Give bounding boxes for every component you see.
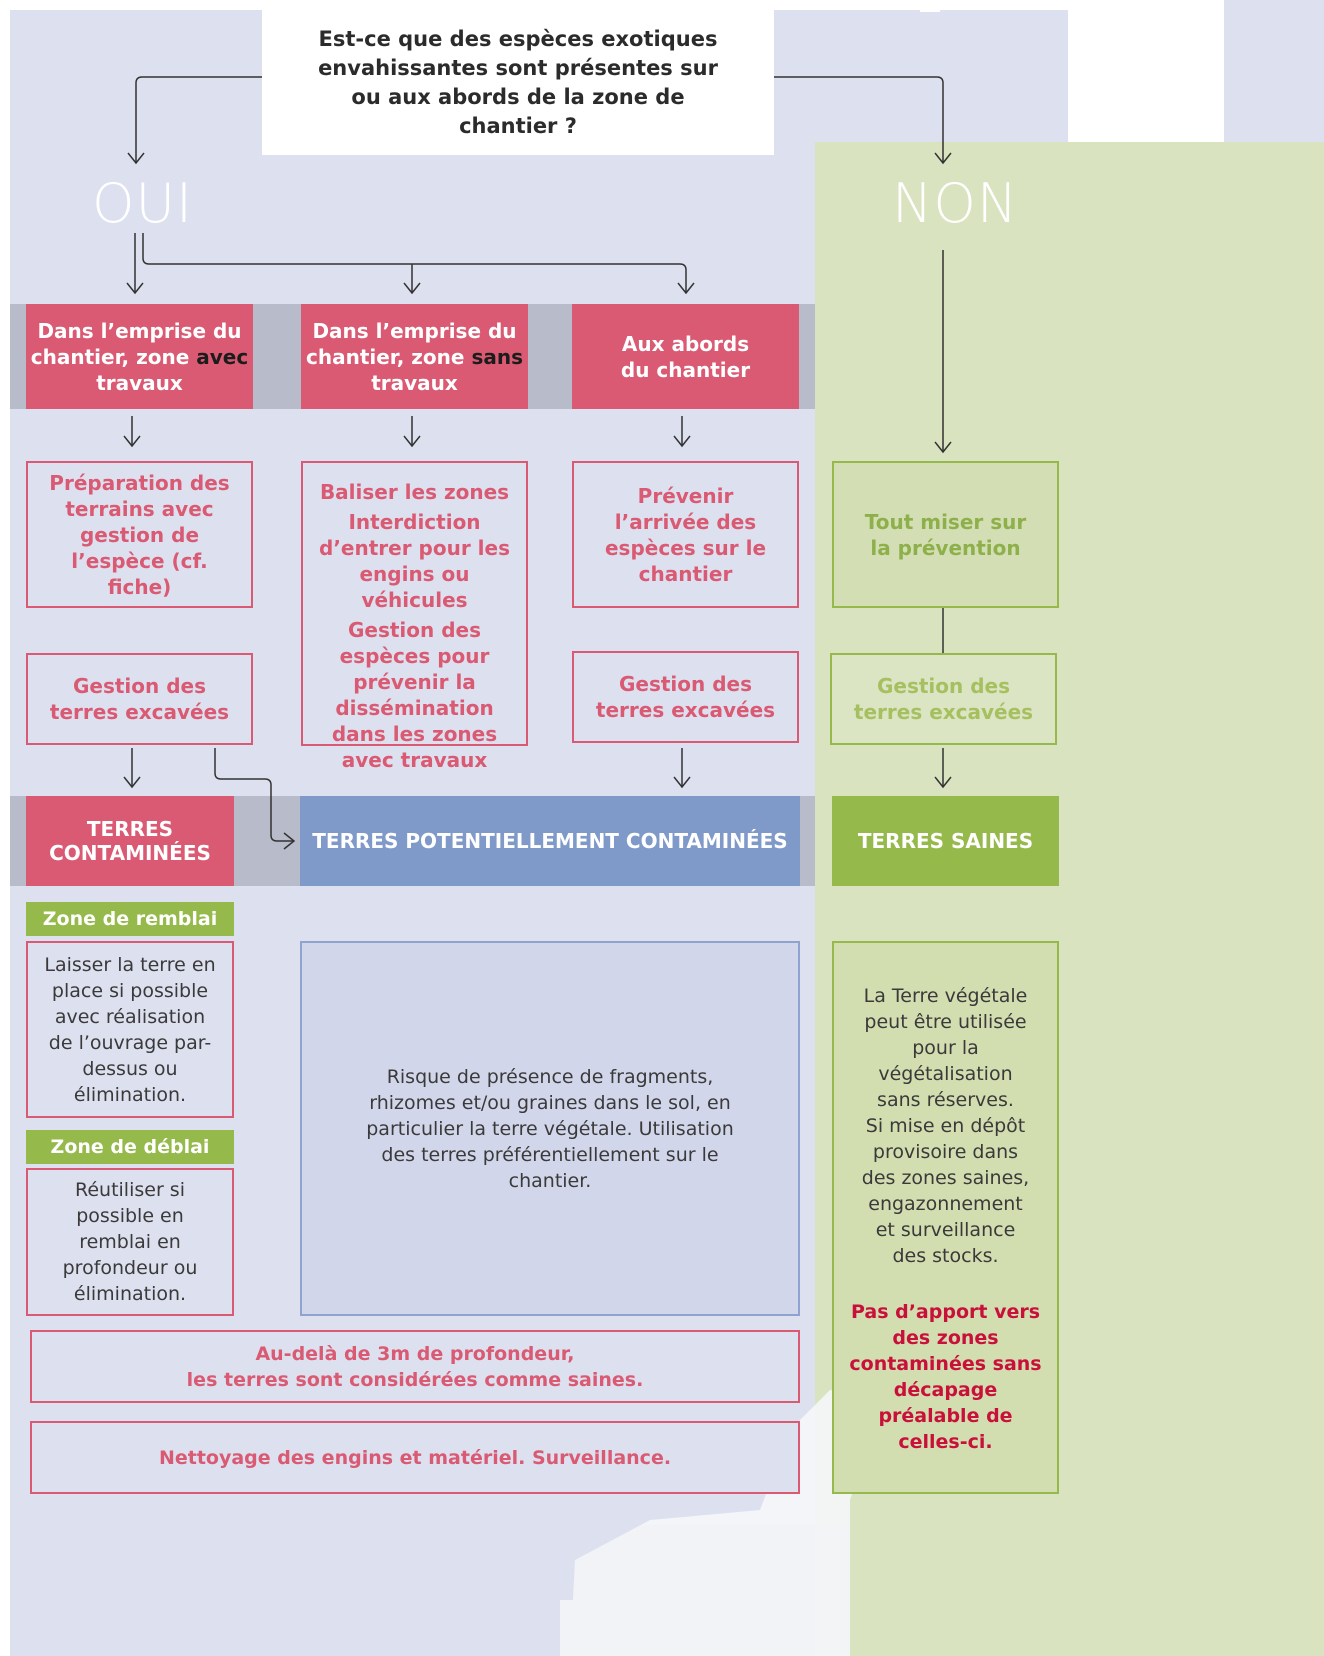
cut-zone-text: Réutiliser si possible en remblai en pro… <box>62 1179 198 1305</box>
action-text-no-entry: Interdiction d’entrer pour les engins ou… <box>319 510 510 612</box>
depth-note: Au-delà de 3m de profondeur, les terres … <box>30 1330 800 1403</box>
action-prevention: Tout miser sur la prévention <box>832 461 1059 608</box>
cleaning-note: Nettoyage des engins et matériel. Survei… <box>30 1421 800 1494</box>
arrowhead <box>934 441 952 454</box>
category-text-end: travaux <box>96 370 183 395</box>
category-text: Aux abords du chantier <box>620 331 751 382</box>
arrowhead <box>126 282 144 295</box>
healthy-text-reuse: La Terre végétale peut être utilisée pou… <box>863 985 1028 1111</box>
arrowhead <box>934 152 952 165</box>
yes-label: OUI <box>92 172 193 235</box>
action-text-mark-zones: Baliser les zones <box>319 480 510 504</box>
arrowhead <box>673 435 691 448</box>
connector-soil1-potential <box>214 748 294 842</box>
fill-zone-text-box: Laisser la terre en place si possible av… <box>26 941 234 1118</box>
question-text: Est-ce que des espèces exotiques envahis… <box>318 26 718 138</box>
arrowhead <box>403 282 421 295</box>
depth-note-line-2: les terres sont considérées comme saines… <box>186 1368 644 1391</box>
healthy-text-storage: Si mise en dépôt provisoire dans des zon… <box>861 1115 1030 1267</box>
category-with-works: Dans l’emprise du chantier, zone avec tr… <box>26 304 253 409</box>
soil-management-col4: Gestion des terres excavées <box>830 653 1057 745</box>
category-emphasis: sans <box>471 344 523 369</box>
depth-note-line-1: Au-delà de 3m de profondeur, <box>255 1342 575 1365</box>
arrowhead <box>934 776 952 789</box>
category-text: Dans l’emprise du chantier, zone <box>306 318 517 369</box>
action-prepare-terrain: Préparation des terrains avec gestion de… <box>26 461 253 608</box>
result-text: TERRES SAINES <box>857 829 1034 853</box>
healthy-soil-panel: La Terre végétale peut être utilisée pou… <box>832 941 1059 1494</box>
cleaning-note-text: Nettoyage des engins et matériel. Survei… <box>158 1446 672 1469</box>
result-healthy: TERRES SAINES <box>832 796 1059 886</box>
connector-yes-branch <box>142 233 687 293</box>
soil-management-text: Gestion des terres excavées <box>595 672 776 722</box>
connector-question-to-yes <box>135 76 262 163</box>
top-right-background <box>815 10 1068 142</box>
arrowhead <box>677 282 695 295</box>
result-text: TERRES POTENTIELLEMENT CONTAMINÉES <box>312 829 788 853</box>
far-right-strip <box>1224 0 1324 142</box>
action-text: Tout miser sur la prévention <box>864 509 1027 560</box>
risk-text: Risque de présence de fragments, rhizome… <box>366 1065 734 1192</box>
arrowhead <box>127 152 145 165</box>
category-emphasis: avec <box>196 344 249 369</box>
soil-management-text: Gestion des terres excavées <box>49 674 230 724</box>
fill-zone-label: Zone de remblai <box>26 902 234 936</box>
soil-management-text: Gestion des terres excavées <box>853 674 1034 724</box>
action-text: Préparation des terrains avec gestion de… <box>49 470 230 599</box>
result-potential: TERRES POTENTIELLEMENT CONTAMINÉES <box>300 796 800 886</box>
cut-zone-label-text: Zone de déblai <box>50 1136 210 1158</box>
category-surroundings: Aux abords du chantier <box>572 304 799 409</box>
no-label: NON <box>892 172 1019 235</box>
excavator-silhouette <box>560 1390 880 1656</box>
action-text: Prévenir l’arrivée des espèces sur le ch… <box>604 483 767 586</box>
arrowhead <box>123 435 141 448</box>
soil-management-col3: Gestion des terres excavées <box>572 651 799 743</box>
category-text: Dans l’emprise du chantier, zone <box>30 318 242 369</box>
action-text-species-management: Gestion des espèces pour prévenir la dis… <box>331 618 498 772</box>
arrowhead <box>123 776 141 789</box>
cut-zone-text-box: Réutiliser si possible en remblai en pro… <box>26 1168 234 1316</box>
soil-management-col1: Gestion des terres excavées <box>26 653 253 745</box>
arrowhead <box>403 435 421 448</box>
connector-question-to-no <box>774 76 944 163</box>
risk-panel: Risque de présence de fragments, rhizome… <box>300 941 800 1316</box>
action-restrict-zones: Baliser les zones Interdiction d’entrer … <box>301 461 528 772</box>
fill-zone-label-text: Zone de remblai <box>42 908 218 930</box>
cut-zone-label: Zone de déblai <box>26 1130 234 1164</box>
category-without-works: Dans l’emprise du chantier, zone sans tr… <box>301 304 528 409</box>
healthy-warning: Pas d’apport vers des zones contaminées … <box>849 1301 1042 1453</box>
arrowhead <box>673 776 691 789</box>
action-prevent-arrival: Prévenir l’arrivée des espèces sur le ch… <box>572 461 799 608</box>
arrowhead <box>283 832 296 850</box>
category-text-end: travaux <box>371 370 458 395</box>
result-contaminated: TERRES CONTAMINÉES <box>26 796 234 886</box>
result-text: TERRES CONTAMINÉES <box>49 817 211 865</box>
fill-zone-text: Laisser la terre en place si possible av… <box>44 953 216 1106</box>
question-box: Est-ce que des espèces exotiques envahis… <box>262 10 774 155</box>
